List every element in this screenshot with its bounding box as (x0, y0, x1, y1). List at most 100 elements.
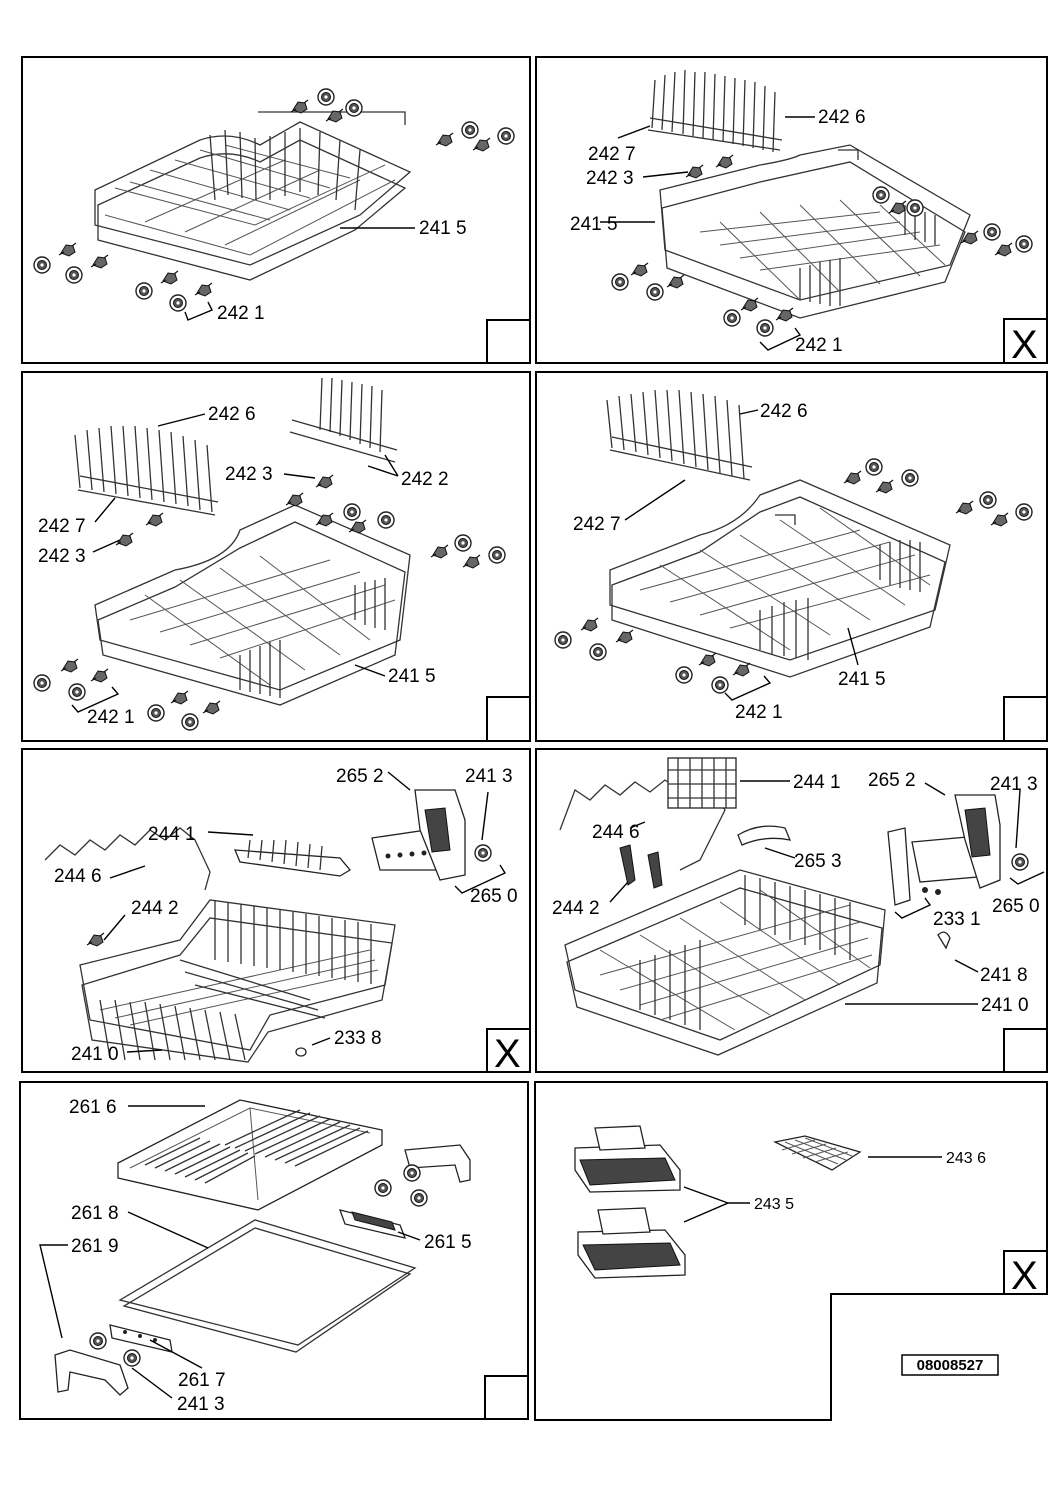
wheel-icon (554, 631, 572, 649)
part-label: 241 3 (465, 766, 513, 787)
wheel-icon (1011, 853, 1029, 871)
wheel-icon (611, 273, 629, 291)
marker-box (486, 696, 531, 742)
clip-icon (994, 242, 1013, 257)
comb-rack-drawing (233, 839, 351, 877)
leader-line (629, 821, 646, 829)
part-label: 265 2 (336, 766, 384, 787)
clip-icon (315, 474, 334, 489)
panel-frame (535, 748, 1048, 1073)
wheel-icon (403, 1164, 421, 1182)
wheel-icon (497, 127, 515, 145)
wheel-icon (675, 666, 693, 684)
clip-icon (435, 132, 454, 147)
wheel-icon (983, 223, 1001, 241)
part-label: 241 3 (990, 774, 1038, 795)
leader-line (481, 791, 489, 841)
panel-4: 242 6 242 7 241 5 242 1 (535, 371, 1048, 742)
side-rail-drawing (109, 1209, 407, 1353)
part-label: 233 8 (334, 1028, 382, 1049)
small-part-icon (295, 1047, 307, 1057)
tine-rack-drawing (606, 389, 753, 481)
marker-box (486, 1028, 531, 1073)
clip-icon (348, 519, 367, 534)
leader-line (127, 1211, 209, 1249)
leader-line (71, 686, 120, 713)
leader-line (103, 914, 126, 941)
clip-icon (202, 700, 221, 715)
clip-icon (145, 512, 164, 527)
panel-6: 244 1 265 2 241 3 244 6 265 3 244 2 233 … (535, 748, 1048, 1073)
wheel-icon (488, 546, 506, 564)
clip-icon (960, 230, 979, 245)
leader-line (454, 864, 507, 894)
cutlery-basket-icon (574, 1125, 681, 1193)
leader-line (759, 327, 802, 351)
panel-2: X 2 (535, 56, 1048, 367)
document-code: 08008527 (917, 1357, 984, 1374)
part-label: 242 1 (217, 303, 265, 324)
x-mark: X (1011, 323, 1038, 367)
wheel-icon (872, 186, 890, 204)
wheel-icon (147, 704, 165, 722)
clip-icon (86, 932, 105, 947)
wheel-icon (317, 88, 335, 106)
marker-box (1003, 1028, 1048, 1073)
leader-line (1009, 871, 1045, 885)
cutlery-grid-drawing (772, 1135, 862, 1171)
leader-line (739, 409, 759, 415)
part-label: 243 5 (754, 1196, 794, 1213)
part-label: 265 3 (794, 851, 842, 872)
leader-line (954, 959, 979, 973)
panel-frame (21, 56, 531, 364)
leader-line (624, 479, 686, 521)
part-label: 261 8 (71, 1203, 119, 1224)
part-label: 242 6 (818, 107, 866, 128)
upper-basket-drawing (94, 504, 411, 706)
handle-icon (737, 825, 792, 846)
part-label: 242 6 (760, 401, 808, 422)
wheel-icon (33, 256, 51, 274)
leader-line (642, 171, 689, 178)
part-label: 244 2 (131, 898, 179, 919)
clip-icon (685, 164, 704, 179)
part-label: 242 3 (586, 168, 634, 189)
part-label: 261 6 (69, 1097, 117, 1118)
wheel-icon (377, 511, 395, 529)
leader-line (131, 1367, 173, 1399)
wire-rod-drawing (44, 827, 211, 891)
handle-assembly-drawing (371, 789, 466, 881)
upper-basket-drawing (94, 111, 412, 281)
clip-icon (990, 512, 1009, 527)
clip-icon (619, 844, 636, 886)
clip-icon (430, 544, 449, 559)
wheel-icon (410, 1189, 428, 1207)
leader-line (724, 675, 772, 701)
wheel-icon (646, 283, 664, 301)
handle-assembly-drawing (887, 794, 1001, 906)
wheel-icon (901, 469, 919, 487)
leader-line (157, 413, 206, 427)
leader-line (683, 1186, 750, 1223)
part-label: 243 6 (946, 1150, 986, 1167)
upper-basket-drawing (609, 479, 951, 678)
clip-icon (732, 662, 751, 677)
wheel-icon (65, 266, 83, 284)
clip-icon (647, 851, 663, 889)
panel-frame (21, 371, 531, 742)
part-label: 265 2 (868, 770, 916, 791)
wheel-icon (1015, 503, 1033, 521)
part-label: 244 6 (54, 866, 102, 887)
wheel-icon (906, 199, 924, 217)
panel-7: 261 6 261 8 261 9 261 5 261 7 241 3 (19, 1081, 529, 1420)
cutlery-tray-drawing (117, 1099, 383, 1211)
panel-frame (535, 371, 1048, 742)
leader-line (397, 1231, 421, 1241)
marker-box (1003, 696, 1048, 742)
part-label: 242 2 (401, 469, 449, 490)
wheel-icon (374, 1179, 392, 1197)
marker-box (1003, 318, 1048, 364)
wheel-icon (589, 643, 607, 661)
leader-line (283, 473, 316, 479)
part-label: 265 0 (992, 896, 1040, 917)
